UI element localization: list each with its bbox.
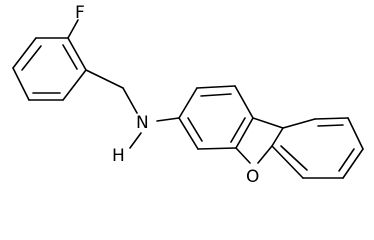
fluorophenyl-ring: [12, 37, 87, 101]
ch2-n-bond: [122, 87, 138, 114]
oxygen-atom: O: [246, 167, 259, 187]
dibenzofuran-left-ring: [178, 85, 254, 150]
n-h-bond: [129, 132, 142, 149]
nitrogen-atom: N: [136, 113, 149, 133]
c-f-bond: [67, 19, 79, 39]
dibenzofuran-right-ring: [271, 117, 364, 179]
fluorine-atom: F: [75, 3, 85, 23]
n-aryl-bond: [156, 117, 180, 122]
ring-ch2-bond: [85, 69, 124, 89]
furan-ring: [235, 117, 284, 164]
molecule-structure: F N H O: [12, 3, 364, 187]
hydrogen-atom: H: [112, 146, 125, 166]
